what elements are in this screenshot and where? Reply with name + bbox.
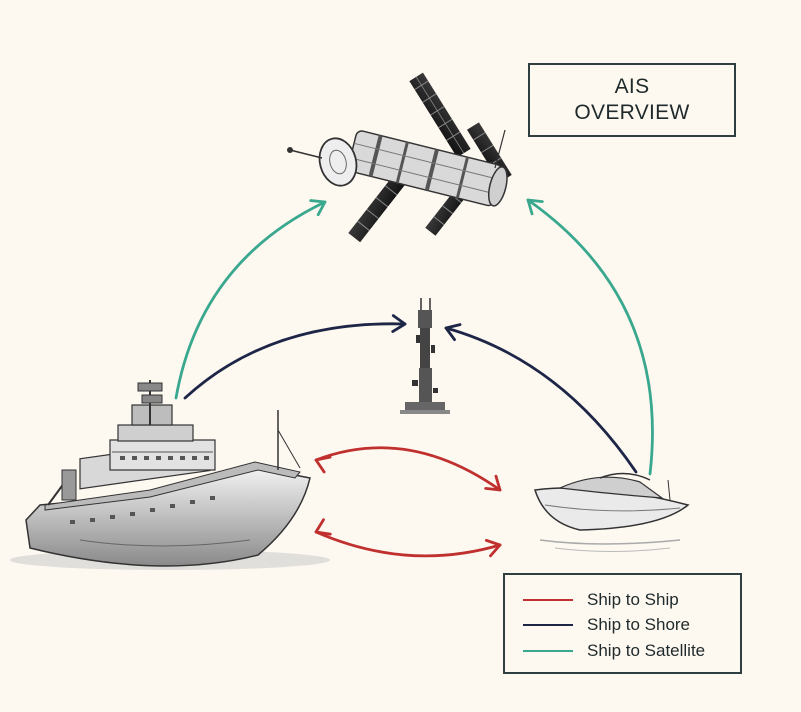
ship-to-ship-arrow: [314, 446, 502, 492]
speedboat-illustration: [534, 472, 690, 552]
legend-item-ship-to-ship: Ship to Ship: [523, 588, 679, 612]
solar-panel: [348, 173, 407, 243]
satellite-illustration: [287, 72, 512, 243]
solar-panel: [409, 72, 471, 158]
ship-to-shore-arrow: [183, 322, 407, 400]
arrowhead-icon: [314, 518, 332, 536]
legend-item-ship-to-satellite: Ship to Satellite: [523, 639, 705, 663]
title-box: AIS OVERVIEW: [528, 63, 736, 137]
legend: Ship to Ship Ship to Shore Ship to Satel…: [503, 573, 742, 674]
arrowhead-icon: [526, 198, 544, 216]
shore-tower-illustration: [400, 298, 450, 414]
arrowhead-icon: [484, 474, 502, 492]
title-line-1: AIS: [614, 75, 650, 98]
arrowhead-icon: [444, 323, 462, 342]
arrowhead-icon: [314, 455, 332, 474]
legend-label: Ship to Ship: [587, 590, 679, 609]
legend-swatch: [523, 624, 573, 626]
ship-to-satellite-arrow: [174, 200, 327, 400]
ship-to-satellite-arrow: [526, 198, 654, 476]
legend-label: Ship to Satellite: [587, 641, 706, 660]
legend-label: Ship to Shore: [587, 615, 691, 634]
ship-to-ship-arrow: [314, 530, 502, 558]
legend-swatch: [523, 599, 573, 601]
arrowhead-icon: [484, 538, 502, 558]
research-ship-illustration: [10, 380, 330, 570]
connection-arrows: [174, 198, 654, 558]
arrowhead-icon: [391, 314, 407, 333]
title-line-2: OVERVIEW: [574, 101, 690, 124]
legend-swatch: [523, 650, 573, 652]
legend-item-ship-to-shore: Ship to Shore: [523, 613, 690, 637]
ship-to-shore-arrow: [444, 326, 638, 474]
arrowhead-icon: [309, 199, 327, 217]
